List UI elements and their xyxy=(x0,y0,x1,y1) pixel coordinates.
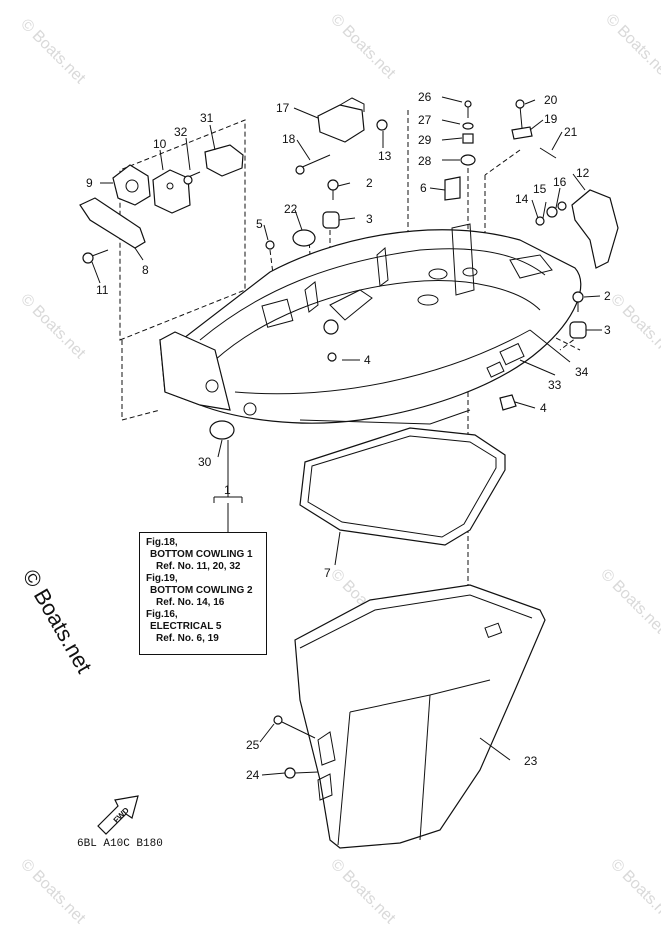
leader-lines xyxy=(91,96,602,776)
callout-6: 6 xyxy=(420,181,427,195)
callout-24: 24 xyxy=(246,768,260,782)
callout-12: 12 xyxy=(576,166,590,180)
callout-numbers: 9 10 32 31 8 11 17 18 13 26 27 29 28 20 … xyxy=(86,90,611,782)
callout-10: 10 xyxy=(153,137,167,151)
callout-26: 26 xyxy=(418,90,432,104)
diagram-code: 6BL A10C B180 xyxy=(77,838,163,850)
callout-23: 23 xyxy=(524,754,538,768)
callout-4-right: 4 xyxy=(540,401,547,415)
watermark-mr: © Boats.net xyxy=(607,291,661,363)
callout-32: 32 xyxy=(174,125,188,139)
ref-line-8: ELECTRICAL 5 xyxy=(150,621,222,632)
ref-line-3: Ref. No. 11, 20, 32 xyxy=(156,561,241,572)
watermark-br: © Boats.net xyxy=(607,856,661,928)
callout-19: 19 xyxy=(544,112,558,126)
callout-4-inner: 4 xyxy=(364,353,371,367)
ref-line-2: BOTTOM COWLING 1 xyxy=(150,549,253,560)
callout-1: 1 xyxy=(224,483,231,497)
reference-note-box: Fig.18, BOTTOM COWLING 1 Ref. No. 11, 20… xyxy=(139,532,267,655)
callout-13: 13 xyxy=(378,149,392,163)
callout-20: 20 xyxy=(544,93,558,107)
callout-17: 17 xyxy=(276,101,290,115)
callout-7: 7 xyxy=(324,566,331,580)
watermark-bl: © Boats.net xyxy=(17,856,89,928)
callout-3-top: 3 xyxy=(366,212,373,226)
watermark-side: © Boats.net xyxy=(18,565,97,677)
ref-line-7: Fig.16, xyxy=(146,609,178,620)
watermark-bc: © Boats.net xyxy=(327,856,399,928)
callout-14: 14 xyxy=(515,192,529,206)
callout-5: 5 xyxy=(256,217,263,231)
callout-29: 29 xyxy=(418,133,432,147)
ref-line-4: Fig.19, xyxy=(146,573,178,584)
callout-2-top: 2 xyxy=(366,176,373,190)
callout-22: 22 xyxy=(284,202,298,216)
callout-16: 16 xyxy=(553,175,567,189)
callout-8: 8 xyxy=(142,263,149,277)
ref-line-5: BOTTOM COWLING 2 xyxy=(150,585,253,596)
callout-9: 9 xyxy=(86,176,93,190)
callout-33: 33 xyxy=(548,378,562,392)
watermark-lr: © Boats.net xyxy=(597,566,661,638)
watermark-ml: © Boats.net xyxy=(17,291,89,363)
lower-apron xyxy=(294,584,546,849)
watermark-tc: © Boats.net xyxy=(327,11,399,83)
gasket xyxy=(299,427,506,546)
watermark-tl: © Boats.net xyxy=(17,16,89,88)
bottom-cowling xyxy=(159,223,582,425)
callout-30: 30 xyxy=(198,455,212,469)
callout-11: 11 xyxy=(96,283,109,297)
callout-27: 27 xyxy=(418,113,432,127)
watermark-tr: © Boats.net xyxy=(602,11,661,83)
callout-18: 18 xyxy=(282,132,296,146)
callout-28: 28 xyxy=(418,154,432,168)
callout-25: 25 xyxy=(246,738,260,752)
ref-line-1: Fig.18, xyxy=(146,537,178,548)
callout-34: 34 xyxy=(575,365,589,379)
small-parts: FWD xyxy=(79,97,619,835)
callout-15: 15 xyxy=(533,182,547,196)
callout-2-right: 2 xyxy=(604,289,611,303)
ref-line-6: Ref. No. 14, 16 xyxy=(156,597,225,608)
callout-31: 31 xyxy=(200,111,214,125)
callout-21: 21 xyxy=(564,125,578,139)
callout-3-right: 3 xyxy=(604,323,611,337)
ref-line-9: Ref. No. 6, 19 xyxy=(156,633,219,644)
